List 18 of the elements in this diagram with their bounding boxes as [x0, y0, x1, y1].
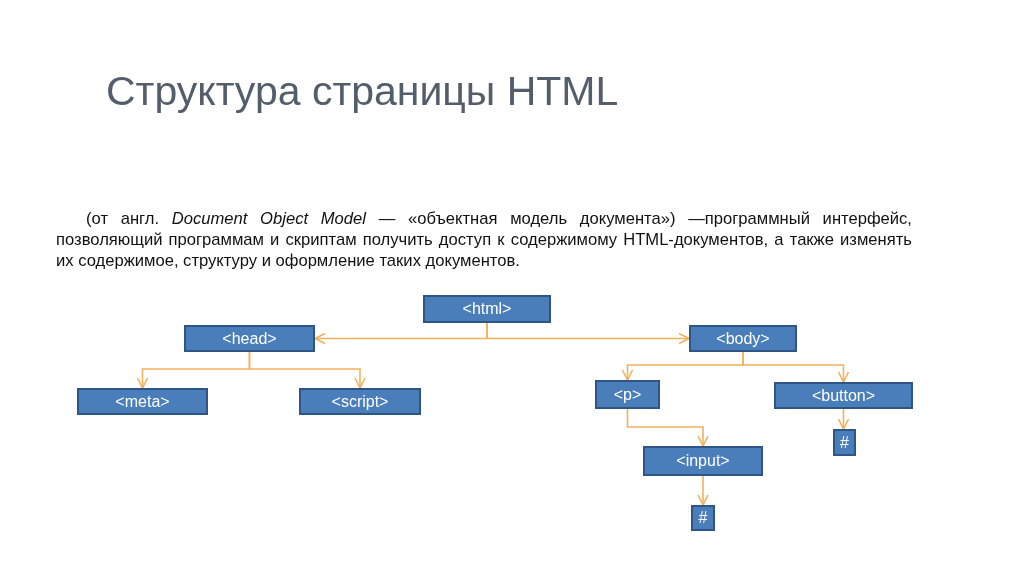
- tag-box: <html>: [423, 295, 551, 323]
- connector-arrow: [248, 351, 366, 389]
- tag-box: <input>: [643, 446, 763, 476]
- connector-arrow: [486, 322, 690, 345]
- slide-title: Структура страницы HTML: [106, 68, 619, 115]
- definition-paragraph: (от англ. Document Object Model — «объектная модель документа») —программный интерфейс, позволяющий программам и скриптам получить доступ к содержимому HTML-документов, а также изменять их содержимое, структуру и оформление таких документов.: [56, 208, 912, 271]
- connector-arrow: [837, 408, 850, 430]
- tag-box: <meta>: [77, 388, 208, 415]
- tag-box: <head>: [184, 325, 315, 352]
- connector-arrow: [697, 475, 709, 506]
- tag-box: <body>: [689, 325, 797, 352]
- tag-box: <p>: [595, 380, 660, 409]
- tag-box: <button>: [774, 382, 913, 409]
- tag-box: #: [833, 429, 856, 456]
- tag-box: <script>: [299, 388, 421, 415]
- connector-arrow: [742, 351, 850, 383]
- connector-arrow: [626, 408, 709, 447]
- tag-box: #: [691, 505, 715, 531]
